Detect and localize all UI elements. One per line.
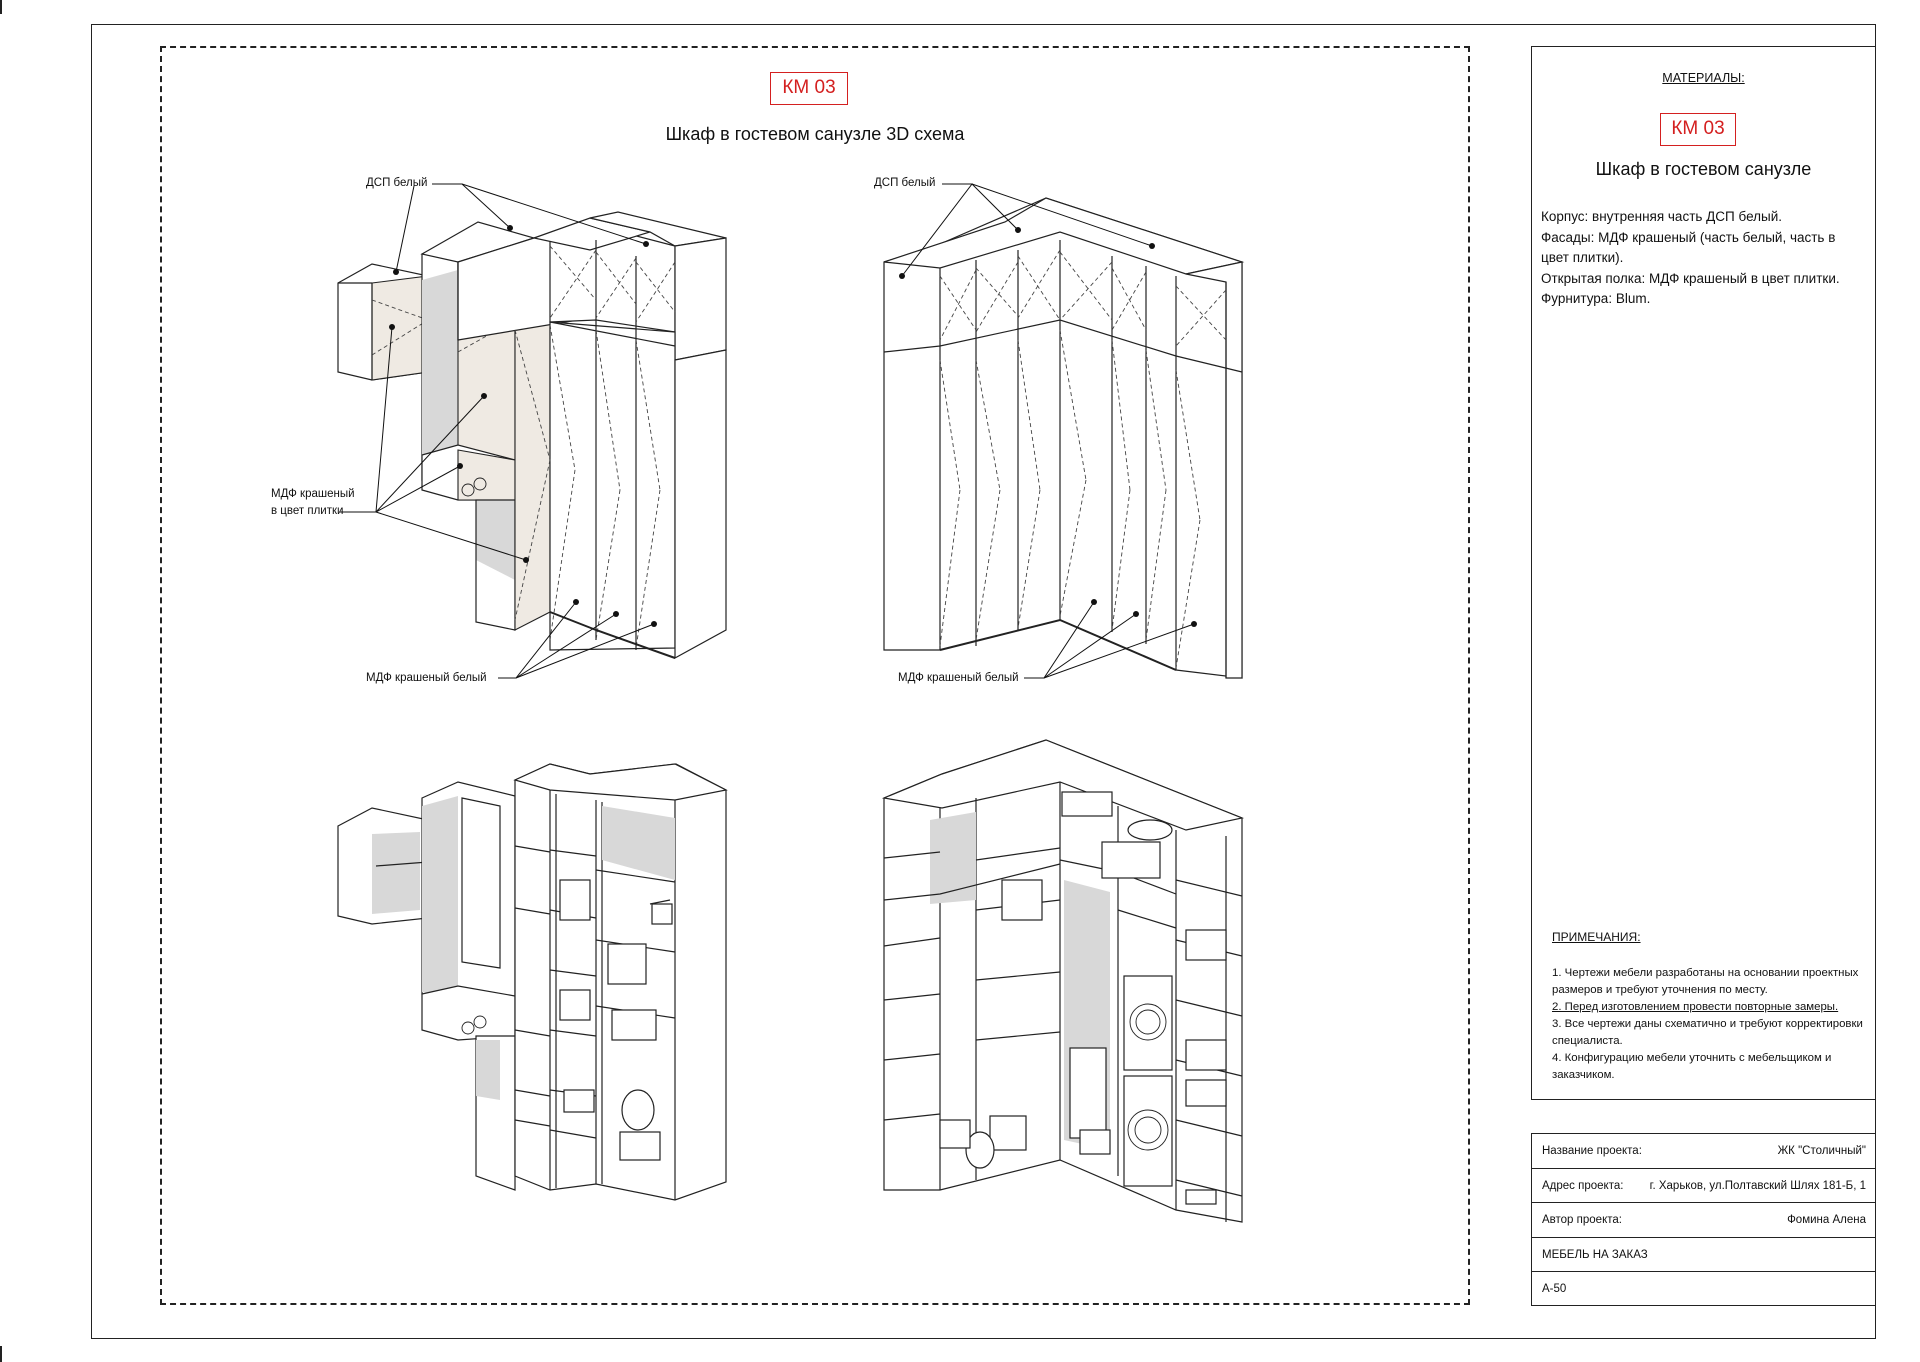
callout-mdf-white-left: МДФ крашеный белый [366, 672, 487, 684]
lower-doors [549, 321, 676, 651]
dryer [1123, 1075, 1173, 1187]
wall-cabinet-front [371, 275, 429, 381]
view-front-closed [337, 183, 727, 679]
callout-mdf-white-right: МДФ крашеный белый [898, 672, 1019, 684]
note-item: 4. Конфигурацию мебели уточнить с мебель… [1552, 1052, 1832, 1081]
material-item: Фурнитура: Blum. [1541, 291, 1651, 306]
notes-heading: ПРИМЕЧАНИЯ: [1552, 930, 1641, 944]
view-front-open [337, 763, 728, 1201]
author-label: Автор проекта: [1542, 1214, 1622, 1227]
view-back-open [881, 739, 1245, 1223]
tb-row-address: Адрес проекта: г. Харьков, ул.Полтавский… [1532, 1169, 1875, 1204]
callout-dsp-right: ДСП белый [874, 177, 936, 189]
author-value: Фомина Алена [1787, 1214, 1866, 1227]
corner-tick [0, 1346, 2, 1362]
view-back-closed [883, 183, 1245, 679]
notes: ПРИМЕЧАНИЯ: 1. Чертежи мебели разработан… [1552, 929, 1872, 1084]
tb-row-author: Автор проекта: Фомина Алена [1532, 1203, 1875, 1238]
address-label: Адрес проекта: [1542, 1179, 1624, 1192]
project-name-value: ЖК "Столичный" [1777, 1145, 1866, 1157]
address-value: г. Харьков, ул.Полтавский Шлях 181-Б, 1 [1649, 1179, 1866, 1192]
company-name: МЕБЕЛЬ НА ЗАКАЗ [1542, 1248, 1648, 1261]
corner-tick [0, 0, 2, 14]
washer [1123, 975, 1173, 1071]
materials-title: Шкаф в гостевом санузле [1595, 159, 1812, 179]
drawing-title: Шкаф в гостевом санузле 3D схема [665, 124, 965, 144]
note-item: 3. Все чертежи даны схематично и требуют… [1552, 1018, 1863, 1047]
material-item: Открытая полка: МДФ крашеный в цвет плит… [1541, 270, 1840, 286]
drawing-area: КМ 03 Шкаф в гостевом санузле 3D схема [160, 46, 1470, 1305]
corner-body [883, 197, 1243, 679]
cabinet-illustrations: .ln { fill: none; stroke: #222; stroke-w… [337, 183, 1245, 1223]
tb-row-format: А-50 [1532, 1272, 1875, 1307]
material-item: Фасады: МДФ крашеный (часть белый, часть… [1541, 229, 1836, 266]
title-block: Название проекта: ЖК "Столичный" Адрес п… [1531, 1133, 1876, 1306]
materials-badge: КМ 03 [1660, 113, 1736, 146]
materials-heading: МАТЕРИАЛЫ: [1662, 71, 1745, 85]
tb-row-company: МЕБЕЛЬ НА ЗАКАЗ [1532, 1238, 1875, 1273]
materials-list: Корпус: внутренняя часть ДСП белый. Фаса… [1541, 207, 1866, 310]
callout-mdf-tile-line1: МДФ крашеный [271, 488, 355, 500]
callout-dsp-left: ДСП белый [366, 177, 428, 189]
note-item: 2. Перед изготовлением провести повторны… [1552, 1001, 1839, 1013]
project-name-label: Название проекта: [1542, 1145, 1642, 1157]
callout-mdf-tile-left: МДФ крашеный в цвет плитки [271, 486, 355, 520]
sheet-badge: КМ 03 [770, 72, 848, 105]
sheet-format: А-50 [1542, 1283, 1567, 1296]
materials-panel: МАТЕРИАЛЫ: КМ 03 Шкаф в гостевом санузле… [1531, 46, 1876, 1100]
callout-mdf-tile-line2: в цвет плитки [271, 505, 344, 517]
note-item: 1. Чертежи мебели разработаны на основан… [1552, 967, 1859, 996]
material-item: Корпус: внутренняя часть ДСП белый. [1541, 209, 1783, 224]
tb-row-project: Название проекта: ЖК "Столичный" [1532, 1134, 1875, 1169]
